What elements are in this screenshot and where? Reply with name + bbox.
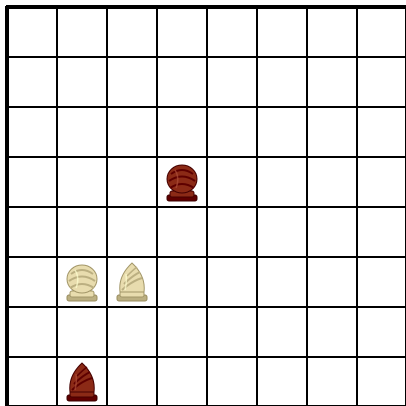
board-square-r5-c3[interactable] [107,207,157,257]
board-square-r2-c5[interactable] [207,57,257,107]
board-square-r7-c6[interactable] [257,307,307,357]
board-square-r8-c1[interactable] [7,357,57,406]
board-square-r7-c3[interactable] [107,307,157,357]
board-square-r7-c4[interactable] [157,307,207,357]
board-square-r7-c1[interactable] [7,307,57,357]
board-square-r7-c8[interactable] [357,307,406,357]
board-square-r2-c3[interactable] [107,57,157,107]
board-square-r5-c1[interactable] [7,207,57,257]
board-square-r1-c4[interactable] [157,7,207,57]
board-square-r4-c1[interactable] [7,157,57,207]
board-square-r8-c7[interactable] [307,357,357,406]
board-square-r5-c7[interactable] [307,207,357,257]
board-square-r8-c6[interactable] [257,357,307,406]
board-square-r2-c4[interactable] [157,57,207,107]
board-square-r1-c1[interactable] [7,7,57,57]
board-square-r3-c4[interactable] [157,107,207,157]
board-square-r3-c5[interactable] [207,107,257,157]
board-square-r1-c8[interactable] [357,7,406,57]
board-square-r5-c4[interactable] [157,207,207,257]
board-square-r1-c2[interactable] [57,7,107,57]
board-square-r5-c8[interactable] [357,207,406,257]
board-square-r3-c1[interactable] [7,107,57,157]
board-square-r4-c2[interactable] [57,157,107,207]
board-square-r5-c6[interactable] [257,207,307,257]
board-square-r2-c8[interactable] [357,57,406,107]
board-square-r8-c8[interactable] [357,357,406,406]
board-square-r8-c5[interactable] [207,357,257,406]
board-square-r7-c5[interactable] [207,307,257,357]
dark-rook-piece[interactable] [167,165,197,201]
board-square-r3-c2[interactable] [57,107,107,157]
board-square-r7-c2[interactable] [57,307,107,357]
board-square-r5-c5[interactable] [207,207,257,257]
board-square-r3-c7[interactable] [307,107,357,157]
board-square-r4-c6[interactable] [257,157,307,207]
board-square-r6-c1[interactable] [7,257,57,307]
board-square-r6-c5[interactable] [207,257,257,307]
board-square-r2-c2[interactable] [57,57,107,107]
board-square-r1-c7[interactable] [307,7,357,57]
board-square-r3-c6[interactable] [257,107,307,157]
board-square-r4-c7[interactable] [307,157,357,207]
board-square-r2-c7[interactable] [307,57,357,107]
board-square-r3-c3[interactable] [107,107,157,157]
light-rook-piece[interactable] [67,265,97,301]
board-square-r6-c8[interactable] [357,257,406,307]
board-square-r2-c1[interactable] [7,57,57,107]
board-square-r7-c7[interactable] [307,307,357,357]
board-square-r3-c8[interactable] [357,107,406,157]
board-square-r6-c4[interactable] [157,257,207,307]
board-square-r8-c3[interactable] [107,357,157,406]
board-square-r4-c8[interactable] [357,157,406,207]
board-square-r8-c4[interactable] [157,357,207,406]
board-square-r4-c5[interactable] [207,157,257,207]
board-square-r5-c2[interactable] [57,207,107,257]
board-square-r4-c3[interactable] [107,157,157,207]
board-square-r6-c6[interactable] [257,257,307,307]
board-square-r1-c3[interactable] [107,7,157,57]
board-square-r2-c6[interactable] [257,57,307,107]
board-square-r1-c6[interactable] [257,7,307,57]
board-square-r1-c5[interactable] [207,7,257,57]
board-square-r6-c7[interactable] [307,257,357,307]
